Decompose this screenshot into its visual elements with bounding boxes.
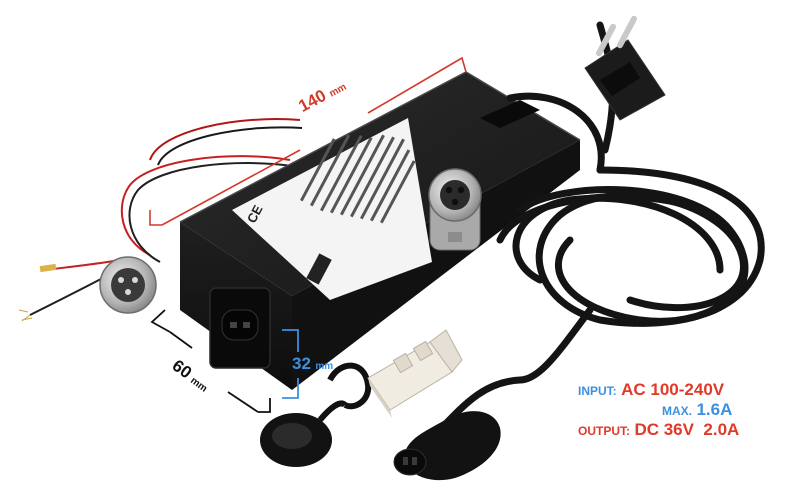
- input-spec: INPUT: AC 100-240V: [578, 380, 724, 400]
- output-key: OUTPUT:: [578, 424, 630, 438]
- iec-c8-inlet: [209, 287, 271, 369]
- max-current-spec: MAX. 1.6A: [662, 400, 732, 420]
- gx16-female-connector: [428, 168, 482, 251]
- output-spec: OUTPUT: DC 36V 2.0A: [578, 420, 739, 440]
- height-value: 32: [292, 354, 311, 373]
- input-value: AC 100-240V: [621, 380, 725, 399]
- white-connector-housing: [367, 329, 463, 418]
- length-dimension-line: [149, 56, 467, 226]
- height-unit: mm: [315, 361, 334, 372]
- rubber-dust-cap: [260, 362, 372, 467]
- input-key: INPUT:: [578, 384, 617, 398]
- max-key: MAX.: [662, 404, 692, 418]
- height-dimension-label: 32 mm: [292, 354, 333, 374]
- max-value: 1.6A: [696, 400, 733, 419]
- output-value: DC 36V 2.0A: [634, 420, 740, 439]
- gx16-male-connector: [99, 256, 157, 314]
- width-dimension-line: [150, 309, 271, 413]
- product-label: [232, 118, 432, 300]
- ac-power-cable: [426, 21, 765, 444]
- height-dimension-line: [282, 329, 299, 399]
- c7-plug: [393, 411, 501, 481]
- euro-plug: [584, 15, 666, 121]
